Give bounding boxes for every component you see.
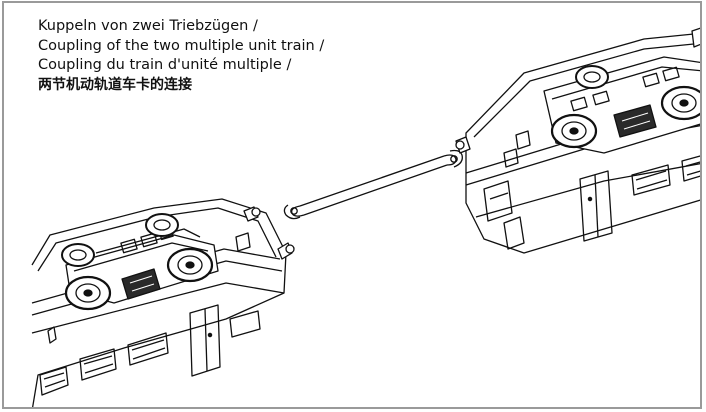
caption-german: Kuppeln von zwei Triebzügen / xyxy=(38,18,258,34)
left-railcar-coupler-end xyxy=(235,206,295,260)
caption-chinese: 两节机动轨道车卡的连接 xyxy=(38,76,192,93)
coupling-bar xyxy=(283,149,463,220)
left-railcar-door xyxy=(189,304,221,377)
right-railcar-coupler-end xyxy=(455,27,700,168)
left-bogie xyxy=(61,213,219,311)
right-bogie xyxy=(543,56,700,154)
left-railcar-windows xyxy=(39,310,261,396)
caption-french: Coupling du train d'unité multiple / xyxy=(38,57,292,73)
caption-english: Coupling of the two multiple unit train … xyxy=(38,37,325,54)
right-railcar-door xyxy=(579,170,613,242)
instruction-caption: Kuppeln von zwei Triebzügen / Coupling o… xyxy=(38,17,324,95)
coupling-illustration xyxy=(31,27,700,407)
right-railcar xyxy=(455,27,700,254)
right-railcar-windows xyxy=(631,155,700,196)
left-railcar xyxy=(31,198,295,407)
